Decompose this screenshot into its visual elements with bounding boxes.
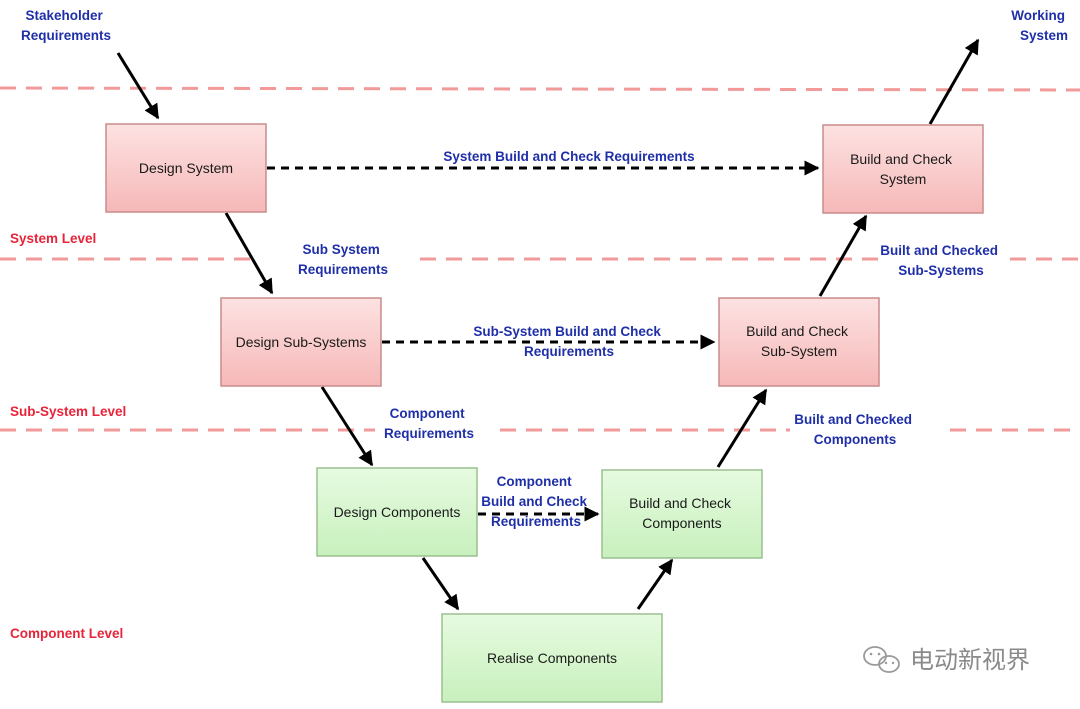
watermark: 电动新视界 xyxy=(863,646,1030,674)
built-checked-components-label: Built and Checked Components xyxy=(794,412,916,447)
arrow-build-subsystem-to-build-system xyxy=(818,214,868,297)
component-requirements-label: Component Requirements xyxy=(384,406,474,441)
arrow-build-system-to-working xyxy=(928,38,980,125)
system-level-label: System Level xyxy=(10,231,96,246)
system-build-check-requirements-label: System Build and Check Requirements xyxy=(443,149,694,164)
sub-system-level-label: Sub-System Level xyxy=(10,404,126,419)
realise-components-label: Realise Components xyxy=(487,650,617,666)
design-components-label: Design Components xyxy=(334,504,461,520)
arrow-build-components-to-build-subsystem xyxy=(716,388,768,468)
divider-top xyxy=(0,86,1080,92)
v-flow-arrows xyxy=(116,38,980,611)
arrow-stakeholder-to-design-system xyxy=(116,52,160,120)
build-subsystem-box: Build and Check Sub-System xyxy=(718,297,880,387)
arrow-realise-to-build-components xyxy=(636,558,674,610)
built-checked-subsystems-label: Built and Checked Sub-Systems xyxy=(880,243,1002,278)
component-build-check-requirements-label: Component Build and Check Requirements xyxy=(481,474,591,529)
arrow-subsystems-to-components xyxy=(320,386,374,467)
realise-components-box: Realise Components xyxy=(441,613,663,703)
design-subsystems-label: Design Sub-Systems xyxy=(236,334,367,350)
design-subsystems-box: Design Sub-Systems xyxy=(220,297,382,387)
design-system-box: Design System xyxy=(105,123,267,213)
sub-system-requirements-label: Sub System Requirements xyxy=(298,242,388,277)
build-components-box: Build and Check Components xyxy=(601,469,763,559)
arrow-design-system-to-subsystems xyxy=(224,212,274,295)
design-system-label: Design System xyxy=(139,160,233,176)
design-components-box: Design Components xyxy=(316,467,478,557)
sub-system-build-check-requirements-label: Sub-System Build and Check Requirements xyxy=(473,324,664,359)
build-components-label: Build and Check Components xyxy=(629,495,735,531)
requirement-arrows xyxy=(267,160,820,522)
stakeholder-requirements-label: Stakeholder Requirements xyxy=(21,8,111,43)
watermark-text: 电动新视界 xyxy=(910,646,1030,674)
build-system-box: Build and Check System xyxy=(822,124,984,214)
build-system-label: Build and Check System xyxy=(850,151,956,187)
build-subsystem-label: Build and Check Sub-System xyxy=(746,323,852,359)
working-system-label: Working System xyxy=(1011,8,1069,43)
component-level-label: Component Level xyxy=(10,626,123,641)
arrow-components-to-realise xyxy=(421,557,460,611)
wechat-icon xyxy=(863,646,900,673)
